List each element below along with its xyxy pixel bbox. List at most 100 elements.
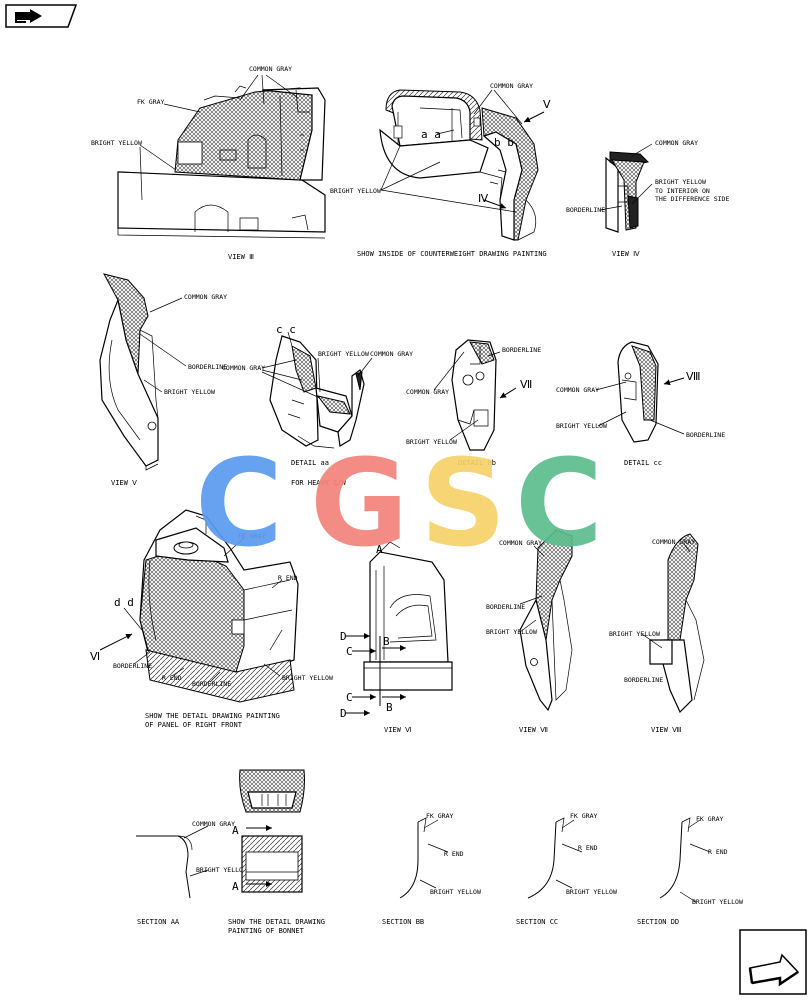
detail-bb-drawing [451,339,497,451]
view-v-common-gray-label: COMMON GRAY [184,293,227,301]
detail-bb-common-gray-label: COMMON GRAY [406,388,449,396]
view-vi-section-markers [345,633,406,716]
mark-view-viii-arrow: Ⅷ [686,370,701,383]
right-front-r-end-label: R END [278,574,298,582]
view-iv-caption: VIEW Ⅳ [612,250,640,258]
view-viii-bright-yellow-label: BRIGHT YELLOW [609,630,660,638]
counterweight-common-gray-label: COMMON GRAY [490,82,533,90]
detail-bb-bright-yellow-label: BRIGHT YELLOW [406,438,457,446]
mark-view-vii-arrow: Ⅶ [520,378,532,391]
detail-cc-borderline-label: BORDERLINE [686,431,725,439]
mark-bonnet-a-top: A [232,824,239,837]
view-vi-drawing [363,541,453,691]
view-iv-borderline-label: BORDERLINE [566,206,605,214]
watermark-letter-c2: C [515,435,603,574]
bonnet-caption-1: SHOW THE DETAIL DRAWING [228,918,325,926]
view-iv-difference-note: THE DIFFERENCE SIDE [655,195,729,203]
view-vii-caption: VIEW Ⅶ [519,726,548,734]
arrow-back-icon[interactable] [5,4,78,28]
detail-aa-heavy-caption: FOR HEAVY C/W [291,479,347,487]
view-iii-caption: VIEW Ⅲ [228,253,254,261]
watermark-letter-g: G [310,435,409,574]
watermark-letter-s: S [420,435,506,574]
section-cc-caption: SECTION CC [516,918,558,926]
view-v-borderline-label: BORDERLINE [188,363,227,371]
view-v-caption: VIEW Ⅴ [111,479,137,487]
section-bb-caption: SECTION BB [382,918,424,926]
right-front-borderline-label: BORDERLINE [113,662,152,670]
detail-aa-bright-yellow-label: BRIGHT YELLOW [318,350,369,358]
counterweight-caption: SHOW INSIDE OF COUNTERWEIGHT DRAWING PAI… [357,250,547,258]
right-front-bright-yellow-label: BRIGHT YELLOW [282,674,333,682]
view-iii-leaders [139,74,299,201]
mark-dd: d d [114,596,134,609]
view-vi-caption: VIEW Ⅵ [384,726,412,734]
view-iii-bright-yellow-label: BRIGHT YELLOW [91,139,142,147]
right-front-panel-drawing [139,509,299,703]
view-vii-borderline-label: BORDERLINE [486,603,525,611]
detail-aa-caption: DETAIL aa [291,459,329,467]
section-aa-common-gray-label: COMMON GRAY [192,820,235,828]
mark-view-vi-arrow: Ⅵ [90,650,100,663]
mark-view-vi-a: A [376,543,383,556]
mark-view-v-arrow: Ⅴ [543,98,551,111]
view-v-leaders [139,297,187,393]
mark-aa: a a [421,128,441,141]
section-cc-fk-gray-label: FK GRAY [570,812,597,820]
bonnet-caption-2: PAINTING OF BONNET [228,927,305,935]
view-iv-bright-yellow-label: BRIGHT YELLOW [655,178,706,186]
right-front-borderline-label-2: BORDERLINE [192,680,231,688]
mark-view-vi-d-top: D [340,630,347,643]
counterweight-drawing [379,89,539,241]
section-dd-caption: SECTION DD [637,918,679,926]
right-front-r-end-label-2: R END [162,674,182,682]
view-v-bright-yellow-label: BRIGHT YELLOW [164,388,215,396]
view-iv-drawing [605,151,650,233]
mark-view-vi-d-bottom: D [340,707,347,720]
view-iv-common-gray-label: COMMON GRAY [655,139,698,147]
mark-view-vi-c-top: C [346,645,353,658]
detail-bb-leaders [433,351,517,441]
mark-cc: c c [276,323,296,336]
section-bb-fk-gray-label: FK GRAY [426,812,453,820]
section-aa-bright-yellow-label: BRIGHT YELLOW [196,866,247,874]
mark-view-vi-b-top: B [383,635,390,648]
view-viii-common-gray-label: COMMON GRAY [652,538,695,546]
mark-view-iv-arrow: Ⅳ [478,192,489,205]
section-dd-bright-yellow-label: BRIGHT YELLOW [692,898,743,906]
view-viii-leaders [641,543,691,649]
view-iii-drawing [117,85,326,239]
detail-aa-leaders [261,331,373,399]
detail-cc-leaders [595,377,685,435]
section-aa-drawing [136,835,193,899]
view-iii-common-gray-label: COMMON GRAY [249,65,292,73]
section-bb-bright-yellow-label: BRIGHT YELLOW [430,888,481,896]
detail-aa-common-gray-label-2: COMMON GRAY [370,350,413,358]
counterweight-bright-yellow-label: BRIGHT YELLOW [330,187,381,195]
bonnet-drawing [239,769,305,893]
right-front-caption-2: OF PANEL OF RIGHT FRONT [145,721,243,729]
section-bb-r-end-label: R END [444,850,464,858]
view-viii-drawing [649,533,705,714]
view-iii-fk-gray-label: FK GRAY [137,98,164,106]
arrow-next-icon[interactable] [739,929,807,995]
view-viii-caption: VIEW Ⅷ [651,726,681,734]
view-vii-leaders [519,545,545,633]
section-aa-caption: SECTION AA [137,918,180,926]
watermark-letter-c1: C [195,435,283,574]
section-bb-drawing [399,817,449,899]
detail-bb-borderline-label: BORDERLINE [502,346,541,354]
right-front-panel-leaders [99,537,283,683]
view-iv-interior-note: TO INTERIOR ON [655,187,710,195]
view-v-drawing [99,273,159,471]
section-aa-leaders [183,825,209,877]
section-dd-drawing [659,817,711,903]
mark-bb: b b [494,136,514,149]
section-dd-fk-gray-label: FK GRAY [696,815,723,823]
view-viii-borderline-label: BORDERLINE [624,676,663,684]
mark-view-vi-b-bottom: B [386,701,393,714]
watermark-logo: C G S C [195,435,603,574]
detail-cc-common-gray-label: COMMON GRAY [556,386,599,394]
right-front-fk-gray-label: FK GRAY [238,532,265,540]
